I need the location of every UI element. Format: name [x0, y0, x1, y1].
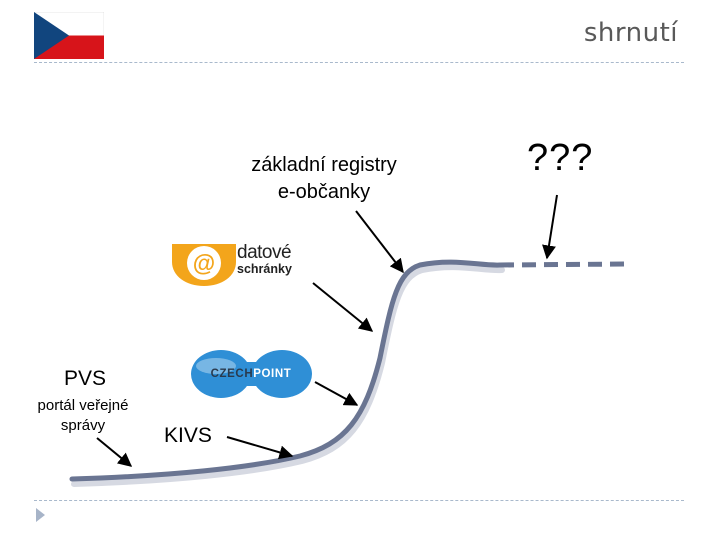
kivs-label: KIVS [164, 424, 212, 447]
registry-label-line1: základní registry [251, 154, 397, 176]
datove-schranky-line1: datové [237, 242, 292, 263]
czechpoint-part1: CZECH [210, 368, 254, 380]
adoption-curve-shadow [71, 264, 505, 487]
datove-schranky-line2: schránky [237, 262, 292, 276]
portal-label-line1: portál veřejné [37, 397, 129, 414]
future-curve-dashed [499, 261, 629, 268]
next-slide-arrow-icon[interactable] [36, 508, 45, 522]
arrow-future [542, 194, 558, 260]
header-divider [34, 62, 684, 63]
footer-divider [34, 500, 684, 501]
portal-label-line2: správy [60, 417, 106, 434]
portal-label: portál veřejné správy [16, 396, 150, 436]
at-sign-icon: @ [193, 250, 215, 276]
arrow-kivs [226, 436, 294, 460]
datove-schranky-wordmark: datové schránky [237, 243, 292, 276]
datove-schranky-logo: @ [172, 244, 236, 286]
czechpoint-part2: POINT [253, 368, 292, 380]
adoption-curve [69, 259, 503, 482]
arrow-pvs [96, 437, 133, 467]
czechpoint-wordmark: CZECHPOINT [190, 365, 312, 383]
slide-title: shrnutí [583, 18, 678, 48]
arrow-czechpoint [314, 381, 359, 406]
future-label: ??? [527, 137, 594, 179]
registry-label: základní registry e-občanky [226, 152, 422, 206]
arrow-registry [355, 210, 404, 274]
czech-flag-icon [34, 12, 104, 59]
pvs-label: PVS [63, 367, 107, 390]
arrow-datove-schranky [312, 282, 374, 332]
czechpoint-logo [191, 350, 312, 398]
registry-label-line2: e-občanky [277, 181, 371, 203]
